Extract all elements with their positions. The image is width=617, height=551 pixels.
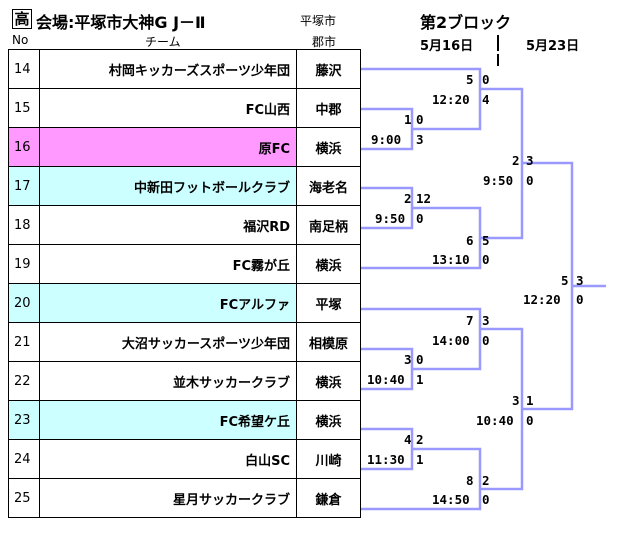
match-score-bottom: 0 <box>482 72 490 87</box>
match-score-bottom: 3 <box>576 273 584 288</box>
team-name: 白山SC <box>39 439 297 479</box>
match-score-bottom: 0 <box>416 112 424 127</box>
team-number: 16 <box>8 127 40 167</box>
match-score-bottom: 2 <box>482 473 490 488</box>
match-score-side: 0 <box>482 492 490 507</box>
round2-date: 5月23日 <box>526 39 580 54</box>
match-score-side: 4 <box>482 92 490 107</box>
match-time: 10:40 <box>367 372 405 387</box>
match-time: 9:00 <box>371 132 402 147</box>
match-time: 9:50 <box>375 211 406 226</box>
match-score-bottom: 0 <box>416 352 424 367</box>
match-score-top: 5 <box>466 72 474 87</box>
match-score-side: 3 <box>416 132 424 147</box>
team-city: 鎌倉 <box>296 478 361 518</box>
team-name: FC山西 <box>39 88 297 128</box>
team-name: 村岡キッカーズスポーツ少年団 <box>39 49 297 89</box>
match-score-top: 2 <box>404 191 412 206</box>
match-score-top: 4 <box>404 432 412 447</box>
match-time: 14:50 <box>432 492 470 507</box>
bracket-line-m2 <box>361 67 482 131</box>
match-score-top: 2 <box>512 153 520 168</box>
team-name: FC希望ケ丘 <box>39 400 297 440</box>
team-city: 川崎 <box>296 439 361 479</box>
match-score-bottom: 5 <box>482 233 490 248</box>
match-score-side: 1 <box>416 452 424 467</box>
team-city: 南足柄 <box>296 205 361 245</box>
team-city: 藤沢 <box>296 49 361 89</box>
team-city: 海老名 <box>296 166 361 206</box>
match-time: 11:30 <box>367 452 405 467</box>
team-name: 中新田フットボールクラブ <box>39 166 297 206</box>
column-header-no: No <box>12 33 29 47</box>
team-city: 横浜 <box>296 127 361 167</box>
team-number: 25 <box>8 478 40 518</box>
team-number: 17 <box>8 166 40 206</box>
team-name: 福沢RD <box>39 205 297 245</box>
category-badge: 高 <box>12 9 32 29</box>
team-number: 22 <box>8 361 40 401</box>
bracket-line-m10 <box>480 327 524 491</box>
match-score-bottom: 3 <box>482 313 490 328</box>
date-separator-2 <box>497 54 499 66</box>
venue-city: 平塚市 <box>300 14 337 28</box>
match-score-side: 0 <box>482 333 490 348</box>
match-score-top: 7 <box>466 313 474 328</box>
match-score-top: 3 <box>512 393 520 408</box>
match-time: 12:20 <box>432 92 470 107</box>
match-time: 12:20 <box>523 292 561 307</box>
match-score-side: 0 <box>482 252 490 267</box>
bracket-line-m6 <box>361 307 482 371</box>
block-title: 第2ブロック <box>420 13 512 32</box>
match-score-top: 3 <box>404 352 412 367</box>
column-header-city: 郡市 <box>312 35 337 49</box>
venue-title: 会場:平塚市大神G J－Ⅱ <box>36 13 206 32</box>
match-score-side: 0 <box>526 413 534 428</box>
match-score-bottom: 1 <box>526 393 534 408</box>
team-number: 23 <box>8 400 40 440</box>
team-number: 15 <box>8 88 40 128</box>
match-score-bottom: 2 <box>416 432 424 447</box>
team-name: 星月サッカークラブ <box>39 478 297 518</box>
date-separator <box>497 35 499 51</box>
team-city: 平塚 <box>296 283 361 323</box>
match-score-top: 5 <box>561 273 569 288</box>
team-name: FCアルファ <box>39 283 297 323</box>
match-score-side: 0 <box>416 211 424 226</box>
bracket-line-m9 <box>361 447 482 511</box>
round1-date: 5月16日 <box>420 39 474 54</box>
team-city: 相模原 <box>296 322 361 362</box>
match-score-top: 6 <box>466 233 474 248</box>
match-score-top: 8 <box>466 473 474 488</box>
match-score-side: 1 <box>416 372 424 387</box>
team-name: 大沼サッカースポーツ少年団 <box>39 322 297 362</box>
column-header-team: チーム <box>145 35 181 49</box>
match-score-side: 0 <box>526 173 534 188</box>
match-time: 14:00 <box>432 333 470 348</box>
team-city: 横浜 <box>296 400 361 440</box>
match-score-top: 1 <box>404 112 412 127</box>
team-name: 原FC <box>39 127 297 167</box>
match-time: 13:10 <box>432 252 470 267</box>
match-time: 10:40 <box>476 413 514 428</box>
match-time: 9:50 <box>483 173 514 188</box>
team-city: 横浜 <box>296 361 361 401</box>
team-number: 18 <box>8 205 40 245</box>
match-score-bottom: 12 <box>416 191 432 206</box>
match-score-side: 0 <box>576 292 584 307</box>
match-score-bottom: 3 <box>526 153 534 168</box>
